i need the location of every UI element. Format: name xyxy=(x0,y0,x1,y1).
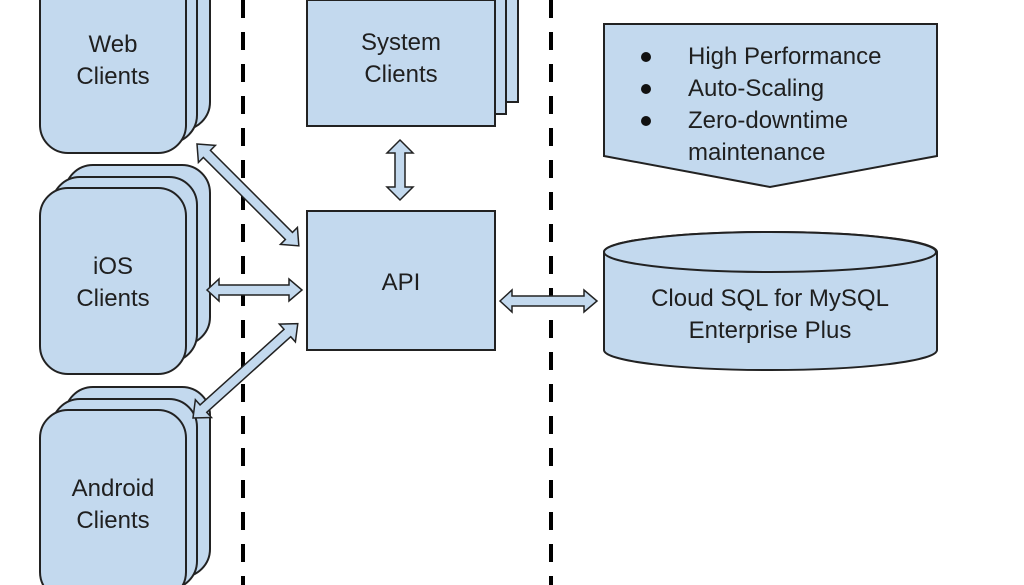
api-node[interactable]: API xyxy=(306,210,496,351)
arrow-web-api-shape xyxy=(196,143,300,247)
database-cylinder-top xyxy=(603,231,937,273)
arrow-android-api-shape xyxy=(192,322,299,419)
arrow-android-api xyxy=(192,322,299,419)
feature-item: Zero-downtime xyxy=(688,107,848,134)
arrow-ios-api xyxy=(205,277,304,303)
system-clients-label-line1: System xyxy=(361,29,441,56)
bullet-icon xyxy=(641,84,651,94)
ios-clients-card-front xyxy=(39,187,187,375)
arrow-system-api xyxy=(385,138,415,202)
database-label-line2: Enterprise Plus xyxy=(689,317,852,344)
system-clients-label-line2: Clients xyxy=(364,61,437,88)
web-clients-label-line2: Clients xyxy=(76,63,149,90)
bullet-icon xyxy=(641,52,651,62)
features-callout-shape xyxy=(603,23,938,189)
api-box xyxy=(306,210,496,351)
ios-clients-node[interactable]: iOS Clients xyxy=(39,164,211,375)
web-clients-node[interactable]: Web Clients xyxy=(39,0,211,154)
system-clients-node[interactable]: System Clients xyxy=(306,0,519,127)
api-label: API xyxy=(382,269,421,296)
ios-clients-label-line1: iOS xyxy=(93,253,133,280)
android-clients-label-line1: Android xyxy=(72,475,155,502)
features-callout: High Performance Auto-Scaling Zero-downt… xyxy=(603,23,938,189)
system-clients-card-front xyxy=(306,0,496,127)
feature-item: maintenance xyxy=(688,139,825,166)
arrow-web-api xyxy=(196,143,300,247)
ios-clients-label-line2: Clients xyxy=(76,285,149,312)
web-clients-card-front xyxy=(39,0,187,154)
android-clients-card-front xyxy=(39,409,187,585)
database-label-line1: Cloud SQL for MySQL xyxy=(651,285,889,312)
android-clients-label-line2: Clients xyxy=(76,507,149,534)
feature-item: Auto-Scaling xyxy=(688,75,824,102)
database-node[interactable]: Cloud SQL for MySQL Enterprise Plus xyxy=(603,230,938,372)
bullet-icon xyxy=(641,116,651,126)
arrow-api-database xyxy=(498,288,599,314)
android-clients-node[interactable]: Android Clients xyxy=(39,386,211,585)
feature-item: High Performance xyxy=(688,43,881,70)
web-clients-label-line1: Web xyxy=(89,31,138,58)
